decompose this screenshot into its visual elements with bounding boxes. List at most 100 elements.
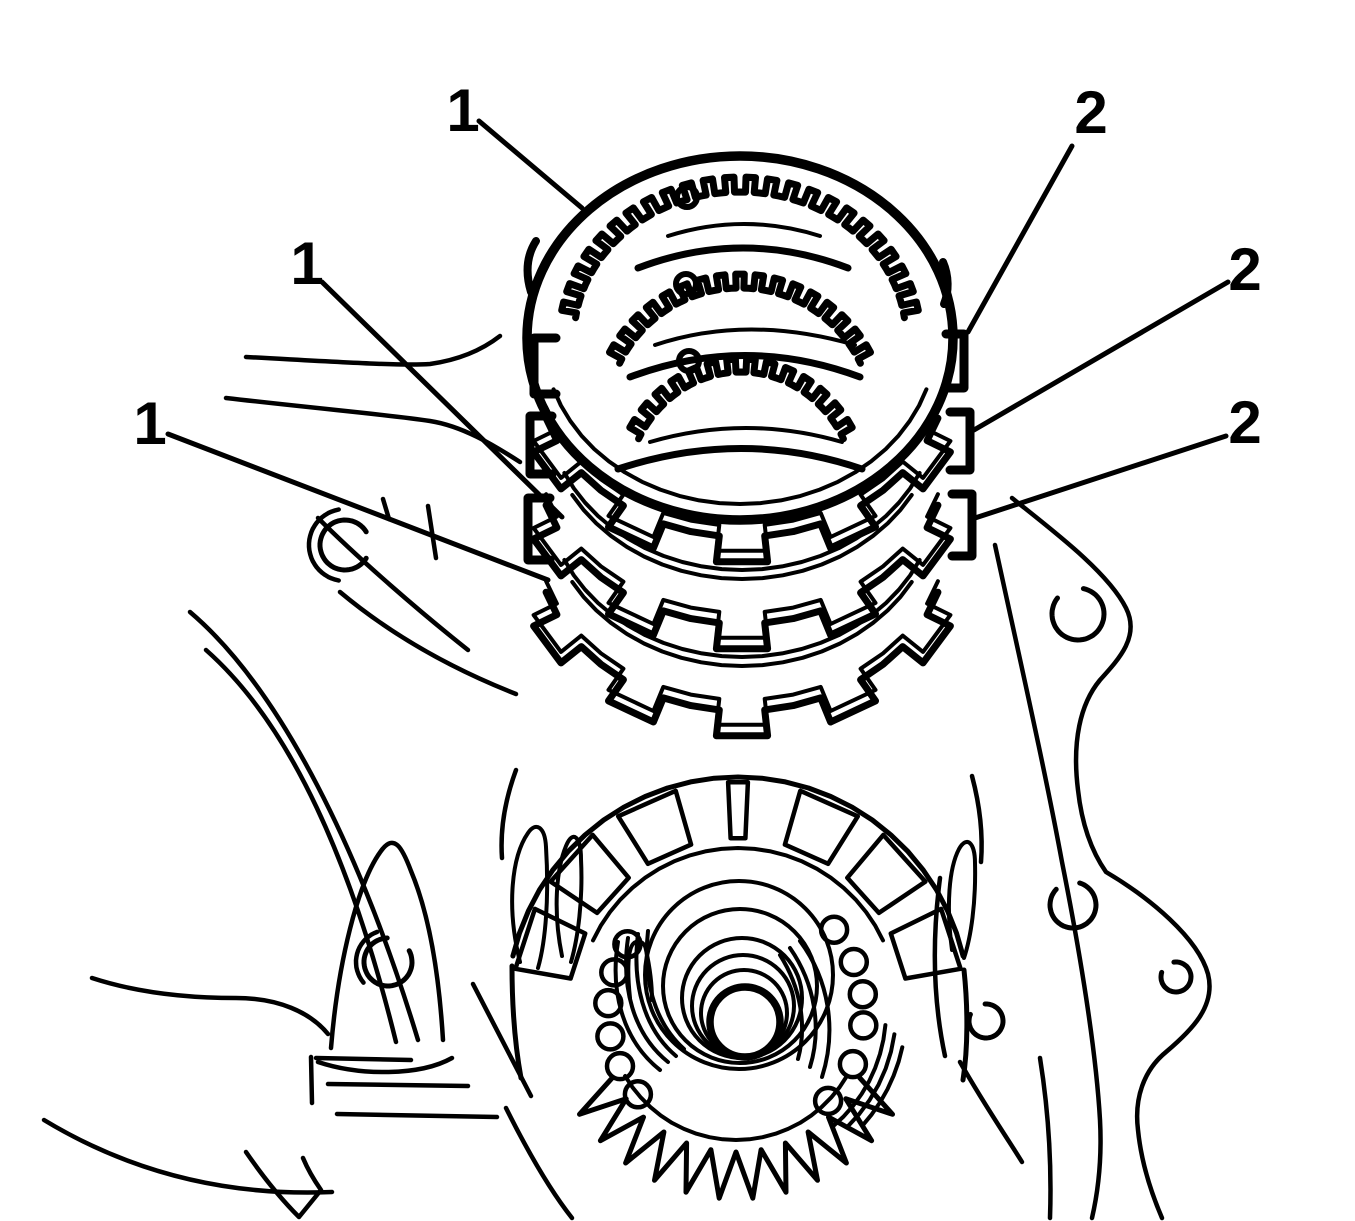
- bearing-ball-9: [847, 978, 879, 1010]
- callout-label-2-bottom: 2: [1228, 389, 1261, 456]
- left-boss-outline: [328, 840, 446, 1051]
- clutch-plate-stack: [522, 151, 977, 565]
- bolt-hole-upper-left: [317, 517, 369, 573]
- leader-1-middle: [319, 279, 565, 520]
- callout-label-1-middle: 1: [290, 230, 323, 297]
- case-rib-dash-1: [425, 503, 439, 561]
- callout-label-1-bottom: 1: [133, 390, 166, 457]
- friction-plate-edge-2b: [570, 580, 914, 668]
- friction-plate-spline-teeth-2: [606, 270, 874, 367]
- steel-plate-2-front-edge: [530, 501, 954, 653]
- case-rib-2: [337, 589, 519, 697]
- left-boss-base: [315, 1055, 455, 1075]
- lower-hub-assembly: [509, 824, 978, 1083]
- bearing-ball-12: [812, 1085, 844, 1117]
- generated-detail: [306, 173, 1194, 1201]
- left-web-2: [503, 1105, 575, 1221]
- bore-wall-arcs: [614, 222, 866, 473]
- bolt-hole-right-2: [1047, 880, 1099, 931]
- hub-face-circle-1: [643, 879, 835, 1071]
- drum-side-right: [960, 967, 970, 1083]
- leader-2-middle: [971, 279, 1231, 433]
- stack-to-hub-left: [499, 767, 519, 861]
- hub-drum-outer-edge: [510, 774, 966, 959]
- bottom-left-wedge: [243, 1149, 324, 1220]
- callout-label-1-top: 1: [446, 77, 479, 144]
- ledge-step-2: [325, 1081, 471, 1089]
- tab-left-2: [525, 411, 557, 479]
- hub-window-4: [782, 788, 861, 867]
- case-edge-top-a: [243, 333, 503, 367]
- leader-2-bottom: [972, 433, 1229, 521]
- spline-fan-left: [613, 929, 686, 1072]
- friction-plate-spline-teeth-1: [558, 173, 922, 322]
- bearing-ball-3: [595, 1021, 626, 1052]
- steel-plate-2-top-edge: [531, 492, 953, 640]
- bearing-ball-4: [593, 987, 624, 1019]
- ledge-vertical: [308, 1054, 315, 1106]
- bolt-hole-right-1: [1049, 586, 1107, 643]
- pawl-finger-left-1: [510, 824, 550, 970]
- shaft-keyway: [626, 939, 654, 1002]
- drum-side-left: [509, 963, 524, 1081]
- leader-2-top: [965, 143, 1075, 335]
- gear-rim-arc-3: [860, 1045, 905, 1128]
- tab-right-3: [947, 489, 977, 561]
- gear-root-arc: [623, 1074, 849, 1142]
- top-plate-inner-edge: [551, 387, 929, 506]
- hub-window-center-narrow: [725, 779, 751, 841]
- steel-plate-3-front-edge: [530, 588, 954, 740]
- bolt-hole-lower-left-boss: [353, 929, 380, 985]
- bearing-ball-2: [604, 1050, 636, 1082]
- bolt-hole-upper-left-boss: [306, 507, 341, 583]
- bearing-ball-11: [837, 1048, 869, 1080]
- flange-outer: [1009, 495, 1212, 1221]
- tab-right-2: [945, 407, 975, 475]
- leader-lines: [165, 118, 1231, 583]
- hub-window-6: [888, 906, 963, 981]
- top-plate-ellipse: [522, 151, 958, 525]
- tab-right-1: [941, 329, 969, 393]
- callout-label-2-top: 2: [1074, 79, 1107, 146]
- bore-bottom-curve: [89, 975, 331, 1037]
- friction-plate-edge-1b: [570, 493, 914, 581]
- bore-arc-outer: [187, 609, 421, 1043]
- stack-to-hub-right: [969, 773, 984, 865]
- hub-window-2: [548, 832, 631, 916]
- hub-window-1: [513, 906, 588, 981]
- friction-plate-edge-1a: [562, 471, 922, 572]
- bearing-ball-8: [838, 946, 870, 978]
- bolt-hole-lower-left: [361, 935, 415, 989]
- bearing-ball-10: [848, 1010, 879, 1041]
- pawl-finger-left-2: [554, 834, 584, 964]
- hub-window-3: [615, 788, 694, 867]
- steel-plate-3-top-edge: [531, 579, 953, 727]
- flange-rib-3: [1037, 1055, 1053, 1221]
- ledge-step-1: [313, 1055, 414, 1063]
- case-outline: [41, 237, 1212, 1221]
- ledge-step-3: [334, 1111, 500, 1120]
- bottom-left-curve: [41, 1117, 335, 1195]
- callouts: 1 1 1 2 2 2: [133, 77, 1262, 583]
- callout-label-2-middle: 2: [1228, 236, 1261, 303]
- steel-plate-1-front-edge: [530, 414, 954, 566]
- leader-1-top: [476, 118, 585, 211]
- flange-rib-1: [932, 875, 948, 1059]
- spline-fan-right: [778, 939, 832, 1079]
- shaft-bore: [706, 983, 784, 1061]
- hub-face-circle-2: [661, 907, 819, 1065]
- gear-rim-arc-1: [830, 1023, 888, 1129]
- bore-arc-inner: [203, 647, 399, 1045]
- tab-left-3: [523, 493, 555, 565]
- flange-rib-2: [957, 1059, 1025, 1165]
- pawl-finger-right: [946, 840, 978, 960]
- bolt-hole-right-4: [966, 1001, 1006, 1041]
- bearing-ball-1: [622, 1079, 654, 1110]
- tab-left-1: [529, 333, 561, 399]
- steel-plate-1-top-edge: [531, 405, 953, 553]
- hub-gear-teeth: [577, 1075, 895, 1201]
- case-edge-behind-pack-left: [523, 237, 540, 296]
- bolt-hole-right-3: [1158, 959, 1194, 995]
